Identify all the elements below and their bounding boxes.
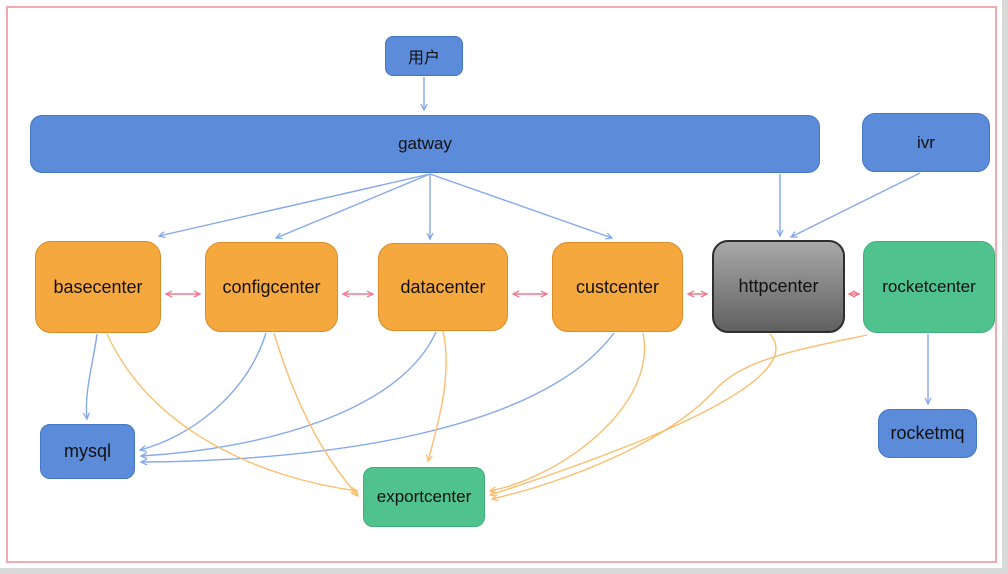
node-httpcenter[interactable]: httpcenter [712, 240, 845, 333]
node-user[interactable]: 用户 [385, 36, 463, 76]
node-mysql-label: mysql [63, 441, 111, 461]
node-mysql[interactable]: mysql [40, 424, 135, 479]
node-ivr[interactable]: ivr [862, 113, 990, 172]
node-gateway[interactable]: gatway [30, 115, 820, 173]
node-custcenter[interactable]: custcenter [552, 242, 683, 332]
node-basecenter[interactable]: basecenter [35, 241, 161, 333]
node-rocketcenter-label: rocketcenter [882, 277, 976, 296]
node-datacenter-label: datacenter [400, 276, 486, 297]
node-configcenter-label: configcenter [222, 276, 321, 297]
node-rocketmq-label: rocketmq [890, 423, 965, 443]
node-httpcenter-label: httpcenter [738, 276, 819, 296]
node-exportcenter-label: exportcenter [376, 487, 472, 506]
node-rocketmq[interactable]: rocketmq [878, 409, 977, 458]
node-gateway-label: gatway [398, 134, 452, 153]
node-rocketcenter[interactable]: rocketcenter [863, 241, 995, 333]
node-custcenter-label: custcenter [575, 276, 660, 297]
node-basecenter-label: basecenter [53, 276, 143, 297]
node-ivr-label: ivr [917, 132, 935, 152]
node-configcenter[interactable]: configcenter [205, 242, 338, 332]
node-exportcenter[interactable]: exportcenter [363, 467, 485, 527]
node-datacenter[interactable]: datacenter [378, 243, 508, 331]
node-user-label: 用户 [407, 50, 440, 67]
diagram-frame-border [6, 6, 997, 563]
